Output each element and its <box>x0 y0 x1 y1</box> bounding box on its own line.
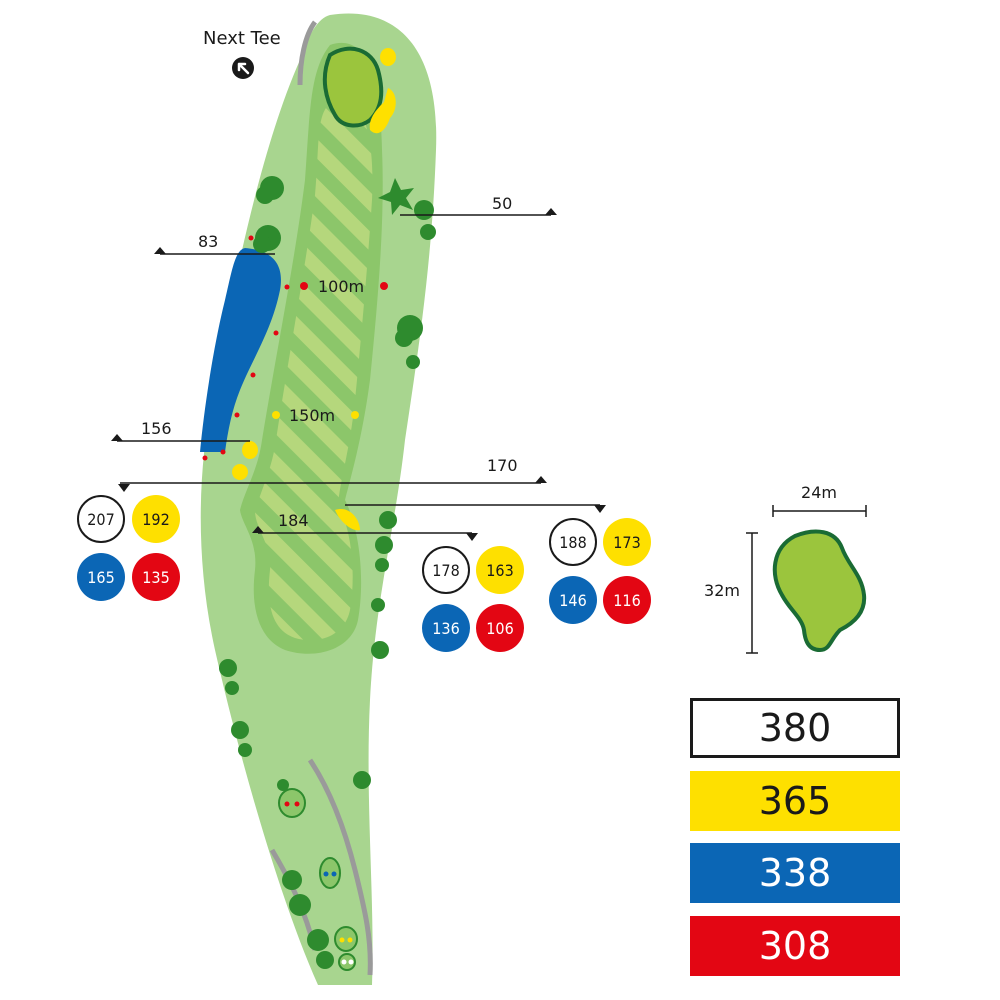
marker-150-right <box>351 411 359 419</box>
tee-boxes <box>277 779 358 971</box>
tee-group-1-yellow: 192 <box>142 510 169 529</box>
tee-group-1-white: 207 <box>87 510 114 529</box>
hole-length-white: 380 <box>690 698 900 758</box>
marker-100-left <box>300 282 308 290</box>
tee-group-3-yellow: 173 <box>613 533 640 552</box>
tee-group-2-yellow: 163 <box>486 561 513 580</box>
tee-group-2: 178 163 136 106 <box>422 546 524 652</box>
cart-path-bottom <box>307 758 373 976</box>
tee-group-1-red: 135 <box>142 568 169 587</box>
green-shape <box>772 529 867 653</box>
hazard-stakes <box>202 235 290 461</box>
trees <box>219 176 436 969</box>
water-hazard <box>200 248 281 452</box>
tee-group-3-blue: 146 <box>559 591 586 610</box>
green-depth-label: 32m <box>704 581 740 600</box>
hole-length-red: 308 <box>690 916 900 976</box>
marker-100-label: 100m <box>318 277 364 296</box>
distance-lines <box>111 208 606 541</box>
next-tee-label: Next Tee <box>203 28 281 49</box>
marker-150-left <box>272 411 280 419</box>
distance-170: 170 <box>487 456 518 475</box>
distance-50: 50 <box>492 194 512 213</box>
tee-group-1-blue: 165 <box>87 568 114 587</box>
tee-group-2-white: 178 <box>432 561 459 580</box>
marker-100-right <box>380 282 388 290</box>
distance-184: 184 <box>278 511 309 530</box>
hole-length-blue: 338 <box>690 843 900 903</box>
cart-path-top <box>297 20 318 86</box>
putting-green <box>322 46 384 128</box>
green-detail: 24m 32m <box>704 483 867 654</box>
green-width-label: 24m <box>801 483 837 502</box>
tee-group-1: 207 192 165 135 <box>77 495 180 601</box>
tee-group-2-blue: 136 <box>432 619 459 638</box>
distance-156: 156 <box>141 419 172 438</box>
tee-group-3-white: 188 <box>559 533 586 552</box>
marker-150-label: 150m <box>289 406 335 425</box>
tee-group-3: 188 173 146 116 <box>549 518 651 624</box>
distance-83: 83 <box>198 232 218 251</box>
tee-group-2-red: 106 <box>486 619 513 638</box>
next-tee-arrow-icon <box>232 57 254 79</box>
hole-length-yellow: 365 <box>690 771 900 831</box>
bunkers <box>232 48 396 531</box>
tee-group-3-red: 116 <box>613 591 640 610</box>
fairway <box>255 99 373 641</box>
